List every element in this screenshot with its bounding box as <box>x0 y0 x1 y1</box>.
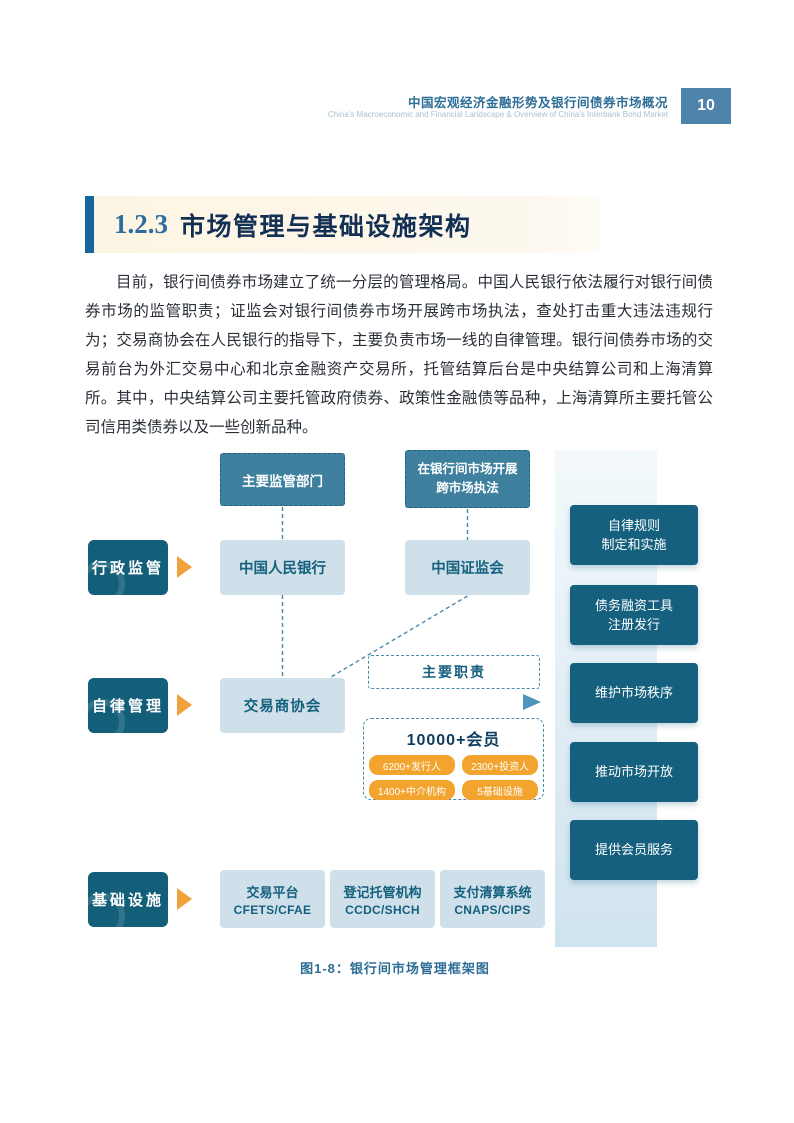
header-title-en: China's Macroeconomic and Financial Land… <box>327 110 668 119</box>
badge-intermediaries: 1400+中介机构 <box>368 780 455 800</box>
section-number: 1.2.3 <box>114 209 168 239</box>
nafmii-box: 交易商协会 <box>220 678 345 733</box>
header-title-zh: 中国宏观经济金融形势及银行间债券市场概况 <box>407 96 668 110</box>
heading-accent-bar <box>85 196 94 253</box>
depository-box: 登记托管机构 CCDC/SHCH <box>330 870 435 928</box>
section-heading: 1.2.3 市场管理与基础设施架构 <box>85 196 600 253</box>
figure-caption: 图1-8：银行间市场管理框架图 <box>300 961 490 976</box>
page-number: 10 <box>681 88 731 124</box>
trading-platform-box: 交易平台 CFETS/CFAE <box>220 870 325 928</box>
payment-system-box: 支付清算系统 CNAPS/CIPS <box>440 870 545 928</box>
row-label-self-regulation: 自律管理 <box>88 678 168 733</box>
badge-issuers: 6200+发行人 <box>368 755 455 775</box>
arrow-head-icon <box>523 694 541 710</box>
depository-code: CCDC/SHCH <box>345 902 420 917</box>
depository-name: 登记托管机构 <box>343 884 422 900</box>
duty-opening-box: 推动市场开放 <box>570 742 698 802</box>
badge-infrastructures: 5基础设施 <box>462 780 539 800</box>
orange-arrow-icon <box>177 556 192 578</box>
trading-platform-code: CFETS/CFAE <box>233 902 312 917</box>
duty-registration-box: 债务融资工具 注册发行 <box>570 585 698 645</box>
orange-arrow-icon <box>177 888 192 910</box>
duty-services-box: 提供会员服务 <box>570 820 698 880</box>
main-duties-label: 主要职责 <box>368 655 540 689</box>
badge-investors: 2300+投资人 <box>462 755 539 775</box>
cross-market-enforcement-box: 在银行间市场开展 跨市场执法 <box>405 450 530 508</box>
duty-order-box: 维护市场秩序 <box>570 663 698 723</box>
member-badges: 6200+发行人 2300+投资人 1400+中介机构 5基础设施 <box>368 755 539 800</box>
section-title: 市场管理与基础设施架构 <box>180 212 472 241</box>
row-label-infrastructure: 基础设施 <box>88 872 168 927</box>
members-group: 10000+会员 6200+发行人 2300+投资人 1400+中介机构 5基础… <box>363 718 544 800</box>
row-label-admin-supervision: 行政监管 <box>88 540 168 595</box>
orange-arrow-icon <box>177 694 192 716</box>
trading-platform-name: 交易平台 <box>246 884 299 900</box>
payment-system-name: 支付清算系统 <box>453 884 532 900</box>
main-regulator-box: 主要监管部门 <box>220 453 345 506</box>
csrc-box: 中国证监会 <box>405 540 530 595</box>
members-total: 10000+会员 <box>406 732 501 749</box>
duty-rules-box: 自律规则 制定和实施 <box>570 505 698 565</box>
framework-diagram: 行政监管 自律管理 基础设施 主要监管部门 在银行间市场开展 跨市场执法 中国人… <box>85 450 705 955</box>
body-paragraph: 目前，银行间债券市场建立了统一分层的管理格局。中国人民银行依法履行对银行间债券市… <box>85 274 713 436</box>
payment-system-code: CNAPS/CIPS <box>454 902 531 917</box>
pboc-box: 中国人民银行 <box>220 540 345 595</box>
